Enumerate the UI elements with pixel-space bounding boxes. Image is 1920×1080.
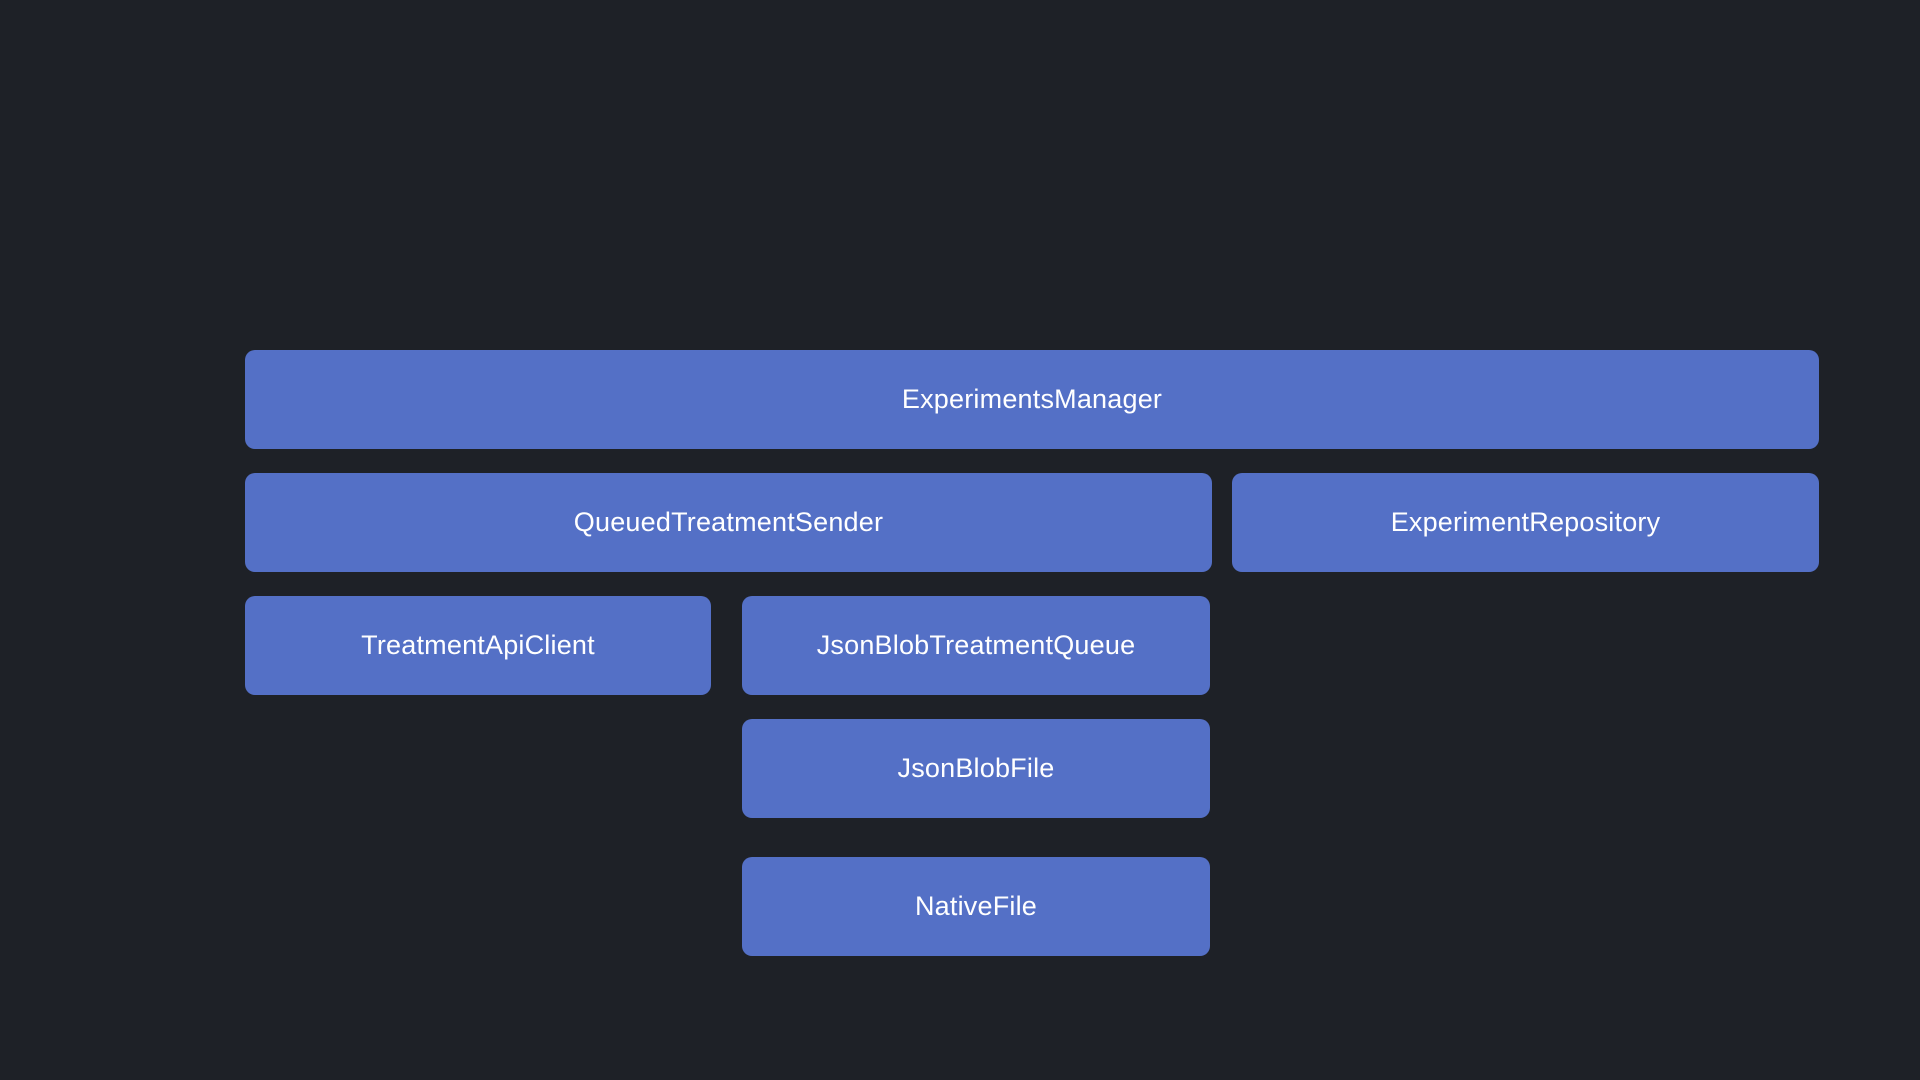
node-experiment-repository[interactable]: ExperimentRepository bbox=[1232, 473, 1819, 572]
node-label-json-blob-file: JsonBlobFile bbox=[897, 753, 1055, 783]
node-label-json-blob-treatment-queue: JsonBlobTreatmentQueue bbox=[816, 630, 1136, 660]
node-json-blob-file[interactable]: JsonBlobFile bbox=[742, 719, 1210, 818]
node-label-native-file: NativeFile bbox=[914, 891, 1038, 921]
node-experiments-manager[interactable]: ExperimentsManager bbox=[245, 350, 1819, 449]
node-label-experiment-repository: ExperimentRepository bbox=[1390, 507, 1661, 537]
node-native-file[interactable]: NativeFile bbox=[742, 857, 1210, 956]
node-queued-treatment-sender[interactable]: QueuedTreatmentSender bbox=[245, 473, 1212, 572]
node-label-queued-treatment-sender: QueuedTreatmentSender bbox=[573, 507, 884, 537]
node-label-treatment-api-client: TreatmentApiClient bbox=[361, 630, 595, 660]
node-treatment-api-client[interactable]: TreatmentApiClient bbox=[245, 596, 711, 695]
node-json-blob-treatment-queue[interactable]: JsonBlobTreatmentQueue bbox=[742, 596, 1210, 695]
node-label-experiments-manager: ExperimentsManager bbox=[901, 384, 1163, 414]
